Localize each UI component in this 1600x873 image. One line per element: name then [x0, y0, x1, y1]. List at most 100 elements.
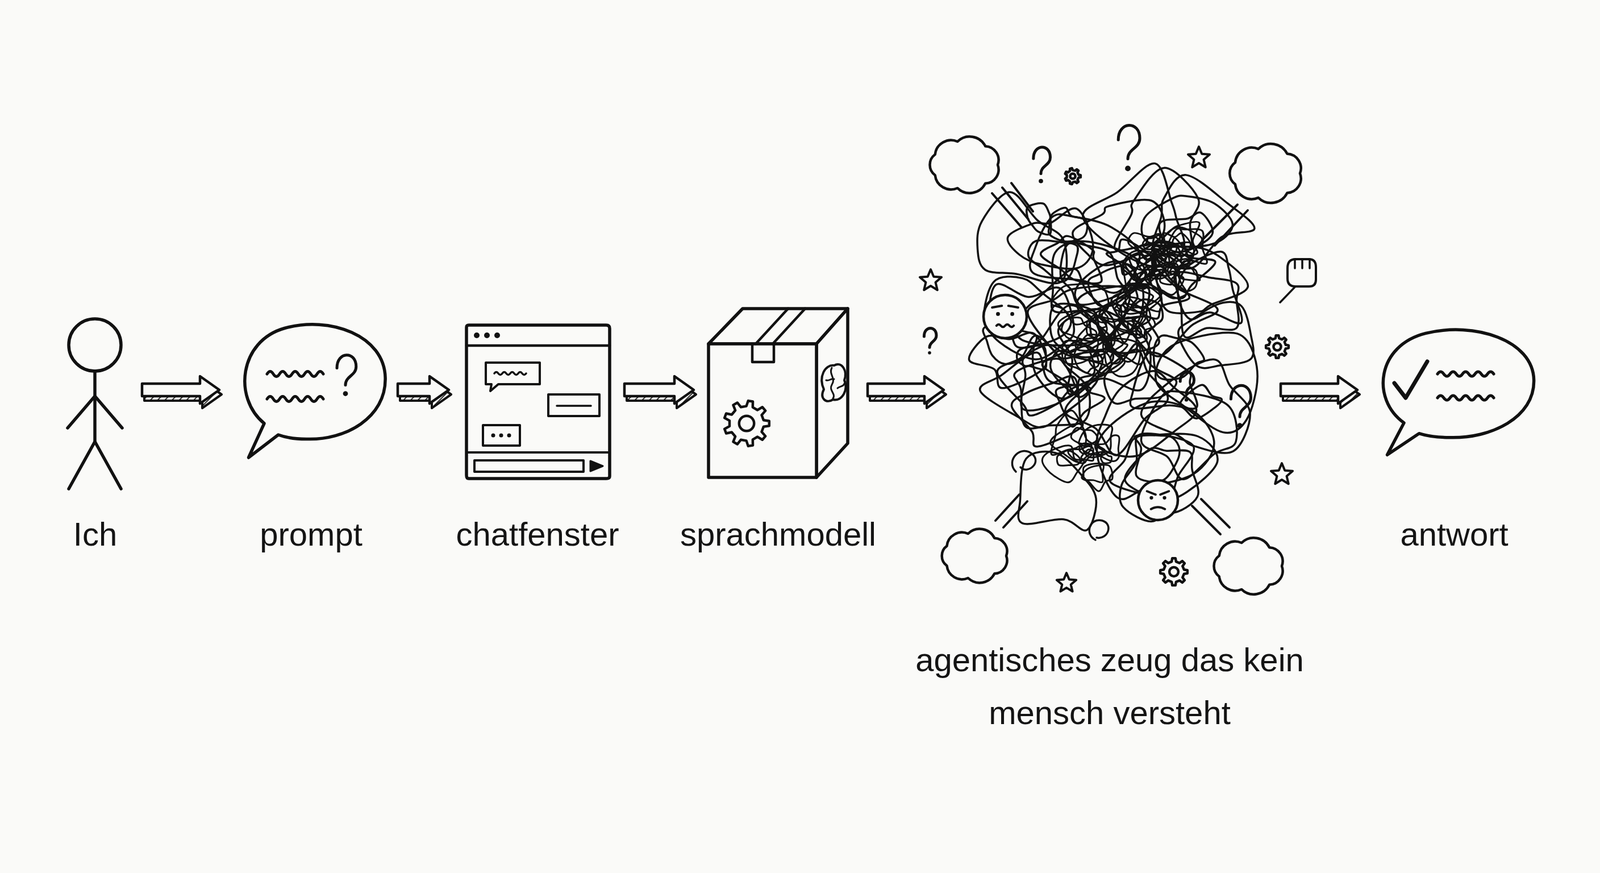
- face-brow: [1008, 305, 1019, 308]
- gear-symbol: [1265, 335, 1289, 358]
- question-dot: [343, 390, 349, 397]
- window-frame: [466, 325, 610, 479]
- node-icon: [59, 315, 131, 492]
- flow-step: antwort: [1370, 323, 1539, 458]
- box-front: [708, 343, 817, 478]
- speed-lines: [992, 182, 1033, 228]
- scribble-loop: [1114, 305, 1126, 313]
- step-label: Ich: [73, 514, 118, 554]
- star-symbol: [1056, 572, 1077, 592]
- step-label: agentisches zeug das kein mensch versteh…: [905, 633, 1315, 740]
- node-icon: [705, 303, 851, 481]
- face-symbol: [983, 294, 1027, 339]
- question-symbol: [1033, 147, 1051, 174]
- node-icon: [463, 322, 612, 481]
- window-divider: [466, 451, 610, 454]
- star-symbol: [1188, 146, 1210, 168]
- scribble-loop: [1164, 238, 1193, 269]
- scribble-loop: [1061, 317, 1097, 342]
- flow-step: Ich: [59, 315, 131, 492]
- scribble-loop: [1056, 450, 1081, 466]
- window-dot: [484, 332, 490, 339]
- scribble-loop: [1099, 296, 1151, 343]
- scribble-text: [267, 396, 324, 402]
- stick-body: [93, 371, 97, 442]
- scribble-loop: [1096, 371, 1197, 457]
- question-symbol: [1230, 385, 1251, 417]
- flow-arrow: [867, 376, 944, 404]
- face-eye: [1010, 311, 1015, 316]
- step-label: prompt: [259, 514, 363, 554]
- window-dot: [473, 332, 480, 339]
- stick-legs: [68, 441, 122, 489]
- window-dot: [494, 332, 500, 339]
- question-symbol: [1118, 125, 1140, 159]
- cloud-puff: [942, 528, 1008, 583]
- stick-head: [68, 318, 122, 372]
- face-symbol: [1138, 480, 1178, 520]
- scribble-loop: [1134, 434, 1180, 482]
- scribble-text: [1437, 395, 1494, 400]
- chat-message: [485, 362, 540, 391]
- icon-drawing: [67, 318, 123, 489]
- scribble-loop: [1026, 203, 1052, 235]
- scribble-loop: [1086, 315, 1107, 338]
- face-mouth: [1151, 506, 1166, 510]
- step-label: chatfenster: [456, 514, 620, 554]
- scribble-loop: [1042, 445, 1085, 483]
- typing-dot: [499, 433, 504, 438]
- stick-arms: [67, 396, 123, 428]
- face-brow: [1160, 490, 1169, 495]
- input-field: [474, 460, 584, 472]
- flow-arrow-group: [1280, 376, 1360, 408]
- icon-drawing: [919, 125, 1316, 594]
- flow-step: chatfenster: [463, 322, 612, 481]
- flow-step: sprachmodell: [705, 303, 851, 481]
- scribble-loop: [1178, 264, 1200, 281]
- icon-drawing: [466, 325, 610, 479]
- gear-hole: [1273, 342, 1281, 350]
- gear-hole: [739, 415, 754, 431]
- scribble-text: [1437, 371, 1494, 377]
- cloud-puff: [1214, 537, 1283, 594]
- scribble-loop: [1110, 352, 1121, 364]
- box-side: [816, 308, 848, 478]
- scribble-loop: [1111, 265, 1218, 357]
- question-symbol: [923, 327, 937, 348]
- typing-dot: [491, 433, 496, 438]
- gear-symbol: [1065, 168, 1081, 185]
- scribble-loop: [1074, 334, 1107, 362]
- scribble-loop: [977, 192, 1068, 284]
- scribble-loop: [1021, 344, 1111, 411]
- gear-hole: [1169, 567, 1179, 577]
- flow-arrow: [1280, 376, 1358, 404]
- scribble-text: [556, 404, 591, 407]
- gear-symbol: [724, 400, 770, 447]
- question-dot: [1038, 178, 1044, 184]
- brain-symbol: [821, 364, 846, 402]
- question-dot: [1184, 397, 1189, 402]
- scribble-loop: [1082, 463, 1104, 482]
- scribble-spiral: [1011, 450, 1036, 472]
- speed-lines: [1192, 498, 1230, 535]
- scribble-loop: [1071, 427, 1098, 445]
- send-button: [590, 460, 603, 472]
- cloud-puff: [1229, 143, 1301, 203]
- speech-bubble-outline: [244, 324, 386, 458]
- face-eye: [1162, 496, 1166, 500]
- scribble-loop: [1122, 250, 1157, 281]
- question-symbol: [336, 355, 357, 386]
- flow-step: prompt: [232, 318, 390, 461]
- scribble-loop: [1081, 464, 1113, 492]
- scribble-loop: [1155, 332, 1258, 433]
- flow-arrow-group: [397, 376, 452, 408]
- step-label: antwort: [1400, 514, 1508, 554]
- scribble-loop: [1078, 443, 1092, 454]
- flow-arrow: [397, 376, 449, 404]
- check-mark: [1394, 361, 1428, 398]
- flow-arrow-group: [142, 376, 222, 408]
- flow-arrow: [142, 376, 220, 404]
- icon-drawing: [1382, 329, 1534, 455]
- box-tape-flap: [752, 343, 774, 362]
- face-brow: [1147, 490, 1156, 495]
